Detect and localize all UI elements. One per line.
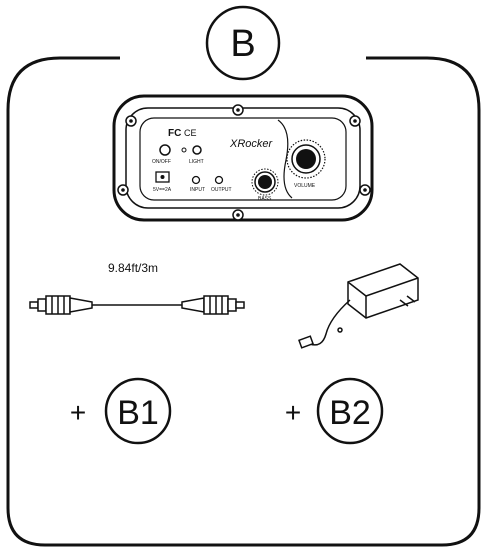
- control-panel: FC CE XRocker ON/OFF LIGHT 5V==2A INPUT …: [112, 94, 374, 222]
- rca-cable-icon: [29, 295, 245, 315]
- output-jack: [214, 175, 224, 185]
- accessory-label: B2: [329, 394, 371, 432]
- output-label: OUTPUT: [211, 187, 232, 193]
- plus-sign: +: [285, 397, 301, 428]
- accessory-b2: + B2: [285, 377, 384, 445]
- bass-label: BASS: [258, 196, 272, 202]
- outer-frame: [6, 56, 481, 547]
- power-button: [159, 144, 171, 156]
- section-letter: B: [230, 23, 255, 65]
- fcc-mark: FC: [168, 128, 181, 139]
- accessory-b1: + B1: [70, 377, 172, 445]
- power-adapter-icon: [298, 263, 419, 349]
- plus-sign: +: [70, 397, 86, 428]
- power-label: 5V==2A: [153, 187, 172, 193]
- bass-knob: [251, 168, 279, 196]
- onoff-label: ON/OFF: [152, 159, 171, 165]
- volume-knob: [286, 139, 326, 179]
- light-label: LIGHT: [189, 159, 204, 165]
- light-button: [192, 145, 202, 155]
- input-label: INPUT: [190, 187, 205, 193]
- cable-length-label: 9.84ft/3m: [108, 261, 158, 275]
- accessory-label: B1: [117, 394, 159, 432]
- screw-icon: [117, 104, 371, 221]
- ce-mark: CE: [184, 128, 197, 138]
- volume-label: VOLUME: [294, 183, 316, 189]
- input-jack: [191, 175, 201, 185]
- brand-logo: XRocker: [229, 138, 274, 150]
- light-indicator: [181, 147, 187, 153]
- section-badge: B: [205, 5, 281, 81]
